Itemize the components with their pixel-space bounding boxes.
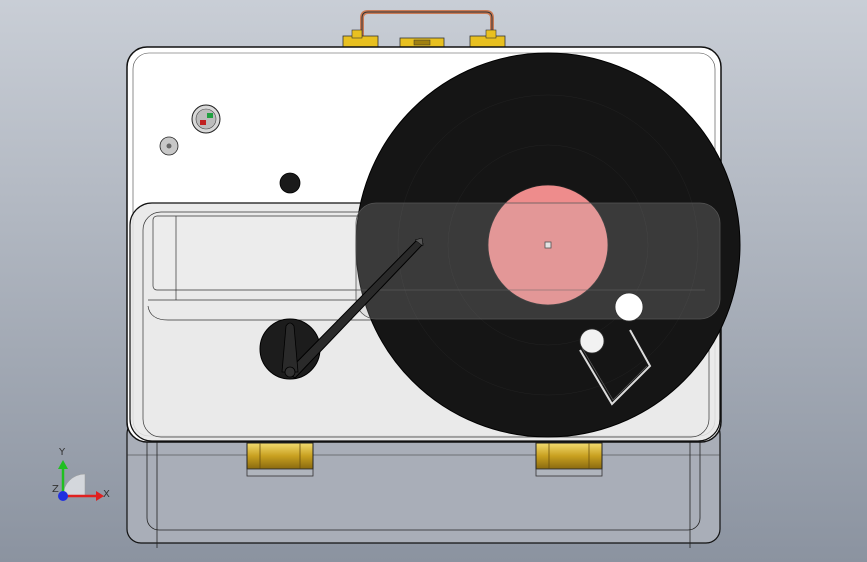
power-button[interactable] xyxy=(279,172,301,194)
hinge-left[interactable] xyxy=(246,442,314,477)
z-axis-label: Z xyxy=(52,484,59,495)
y-axis-label: Y xyxy=(58,447,66,458)
tonearm[interactable] xyxy=(281,237,424,379)
spindle xyxy=(544,241,552,249)
speed-selector-knob[interactable] xyxy=(191,104,221,134)
orientation-triad[interactable]: X Y Z xyxy=(52,447,110,501)
x-axis-label: X xyxy=(103,489,110,500)
carry-handle[interactable] xyxy=(342,10,506,49)
cartridge-rest[interactable] xyxy=(579,292,652,406)
lid-overlay xyxy=(355,202,721,320)
hinge-right[interactable] xyxy=(535,442,603,477)
volume-knob[interactable] xyxy=(159,136,179,156)
